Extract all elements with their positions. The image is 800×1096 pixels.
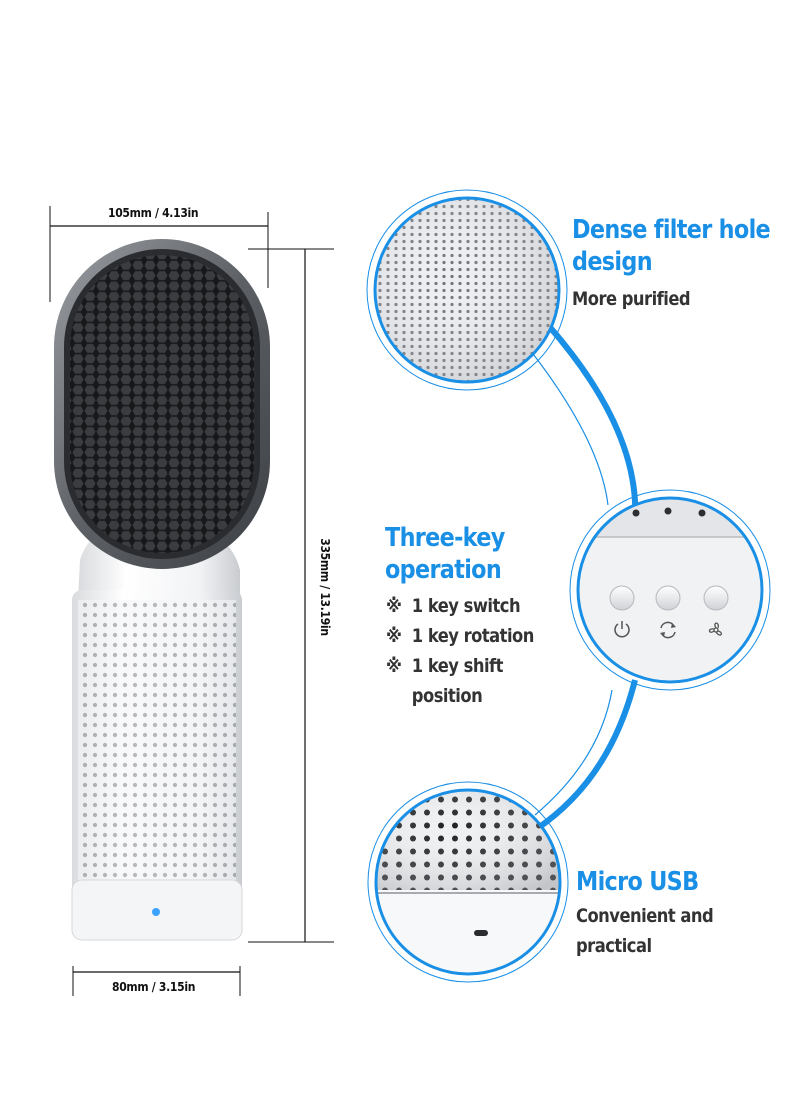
feature-2-title-line-2: operation <box>385 555 502 585</box>
list-mark: ※ <box>386 595 402 617</box>
feature-3-title-line-1: Micro USB <box>576 867 699 897</box>
feature-2-list: ※ 1 key switch ※ 1 key rotation ※ 1 key shi… <box>386 591 534 711</box>
feature-1-subtitle-line-1: More purified <box>572 288 691 310</box>
feature-1-subtitle: More purified <box>572 284 691 314</box>
feature-1-title: Dense filter hole design <box>572 214 771 278</box>
power-icon <box>614 621 630 638</box>
feature-1-title-line-2: design <box>572 247 653 277</box>
feature-2-list-item: position <box>386 681 534 711</box>
feature-2-list-item: ※ 1 key shift <box>386 651 534 681</box>
feature-3-title: Micro USB <box>576 866 699 898</box>
list-text: 1 key rotation <box>411 625 535 647</box>
feature-2-list-item: ※ 1 key switch <box>386 591 534 621</box>
feature-3-subtitle-line-2: practical <box>576 935 652 957</box>
led-indicator <box>152 908 160 916</box>
feature-3-subtitle-line-1: Convenient and <box>576 905 714 927</box>
list-text: 1 key shift <box>411 655 504 677</box>
list-text: 1 key switch <box>411 595 521 617</box>
feature-2-list-item: ※ 1 key rotation <box>386 621 534 651</box>
top-width-label: 105mm / 4.13in <box>108 206 199 220</box>
fan-icon <box>708 622 722 636</box>
feature-2-title-line-1: Three-key <box>385 523 505 553</box>
bottom-width-label: 80mm / 3.15in <box>112 980 196 994</box>
list-mark: ※ <box>386 625 402 647</box>
feature-3-subtitle: Convenient and practical <box>576 901 714 961</box>
list-text: position <box>411 685 483 707</box>
feature-1-title-line-1: Dense filter hole <box>572 215 771 245</box>
rotation-icon <box>660 621 676 639</box>
list-mark: ※ <box>386 655 402 677</box>
feature-2-title: Three-key operation <box>385 522 505 586</box>
